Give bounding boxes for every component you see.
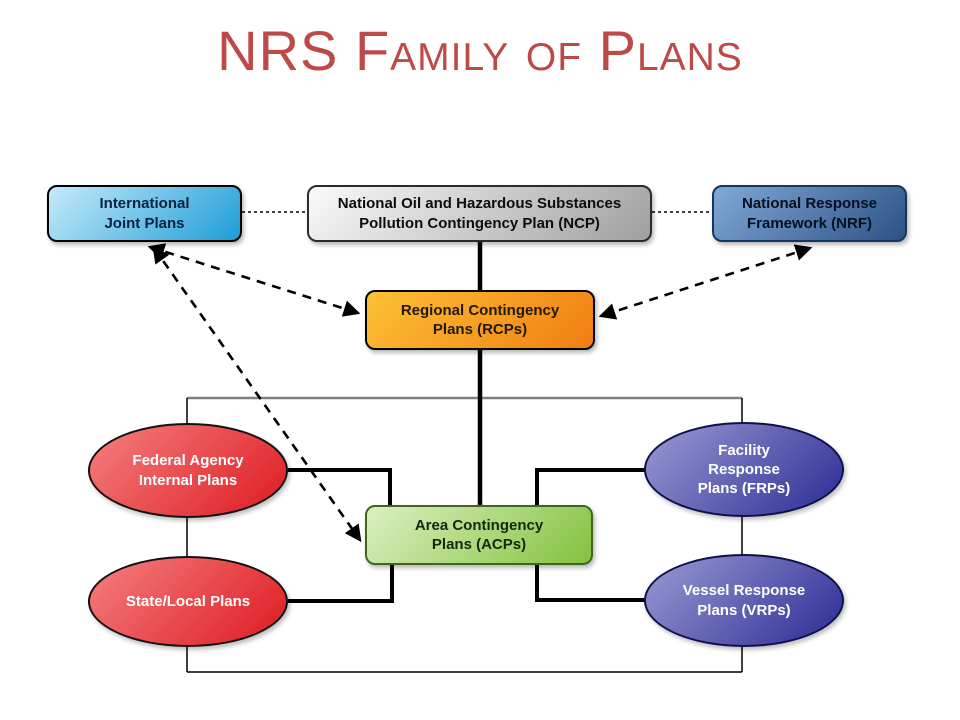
- connector-state-acp-elbow: [288, 563, 394, 603]
- node-label: National Oil and Hazardous Substances Po…: [337, 195, 622, 232]
- connector-frp-acp-elbow: [535, 468, 656, 507]
- node-label: National Response Framework (NRF): [741, 195, 878, 232]
- node-label: State/Local Plans: [125, 592, 251, 610]
- node-label: Regional Contingency Plans (RCPs): [400, 301, 560, 338]
- diagram-node-nrf: National Response Framework (NRF): [712, 185, 907, 242]
- connector-international-rcp-dashed: [147, 243, 361, 317]
- node-label: Federal Agency Internal Plans: [132, 452, 244, 489]
- diagram-node-international-joint-plans: International Joint Plans: [47, 185, 242, 242]
- diagram-node-federal-agency-internal-plans: Federal Agency Internal Plans: [88, 423, 288, 518]
- diagram-node-rcp: Regional Contingency Plans (RCPs): [365, 290, 595, 350]
- connector-international-acp-dashed: [152, 245, 362, 543]
- node-label: Facility Response Plans (FRPs): [697, 441, 791, 498]
- diagram-node-facility-response-plans: Facility Response Plans (FRPs): [644, 422, 844, 517]
- diagram-node-acp: Area Contingency Plans (ACPs): [365, 505, 593, 565]
- page-title: NRS Family of Plans: [217, 19, 743, 82]
- diagram-node-state-local-plans: State/Local Plans: [88, 556, 288, 647]
- connector-nrf-rcp-dashed: [598, 244, 813, 320]
- connector-federal-acp-elbow: [288, 468, 392, 507]
- node-label: Vessel Response Plans (VRPs): [682, 582, 806, 619]
- node-label: International Joint Plans: [99, 195, 190, 232]
- diagram-node-vessel-response-plans: Vessel Response Plans (VRPs): [644, 554, 844, 647]
- node-label: Area Contingency Plans (ACPs): [414, 516, 544, 553]
- connector-vrp-acp-elbow: [535, 563, 656, 602]
- diagram-node-ncp: National Oil and Hazardous Substances Po…: [307, 185, 652, 242]
